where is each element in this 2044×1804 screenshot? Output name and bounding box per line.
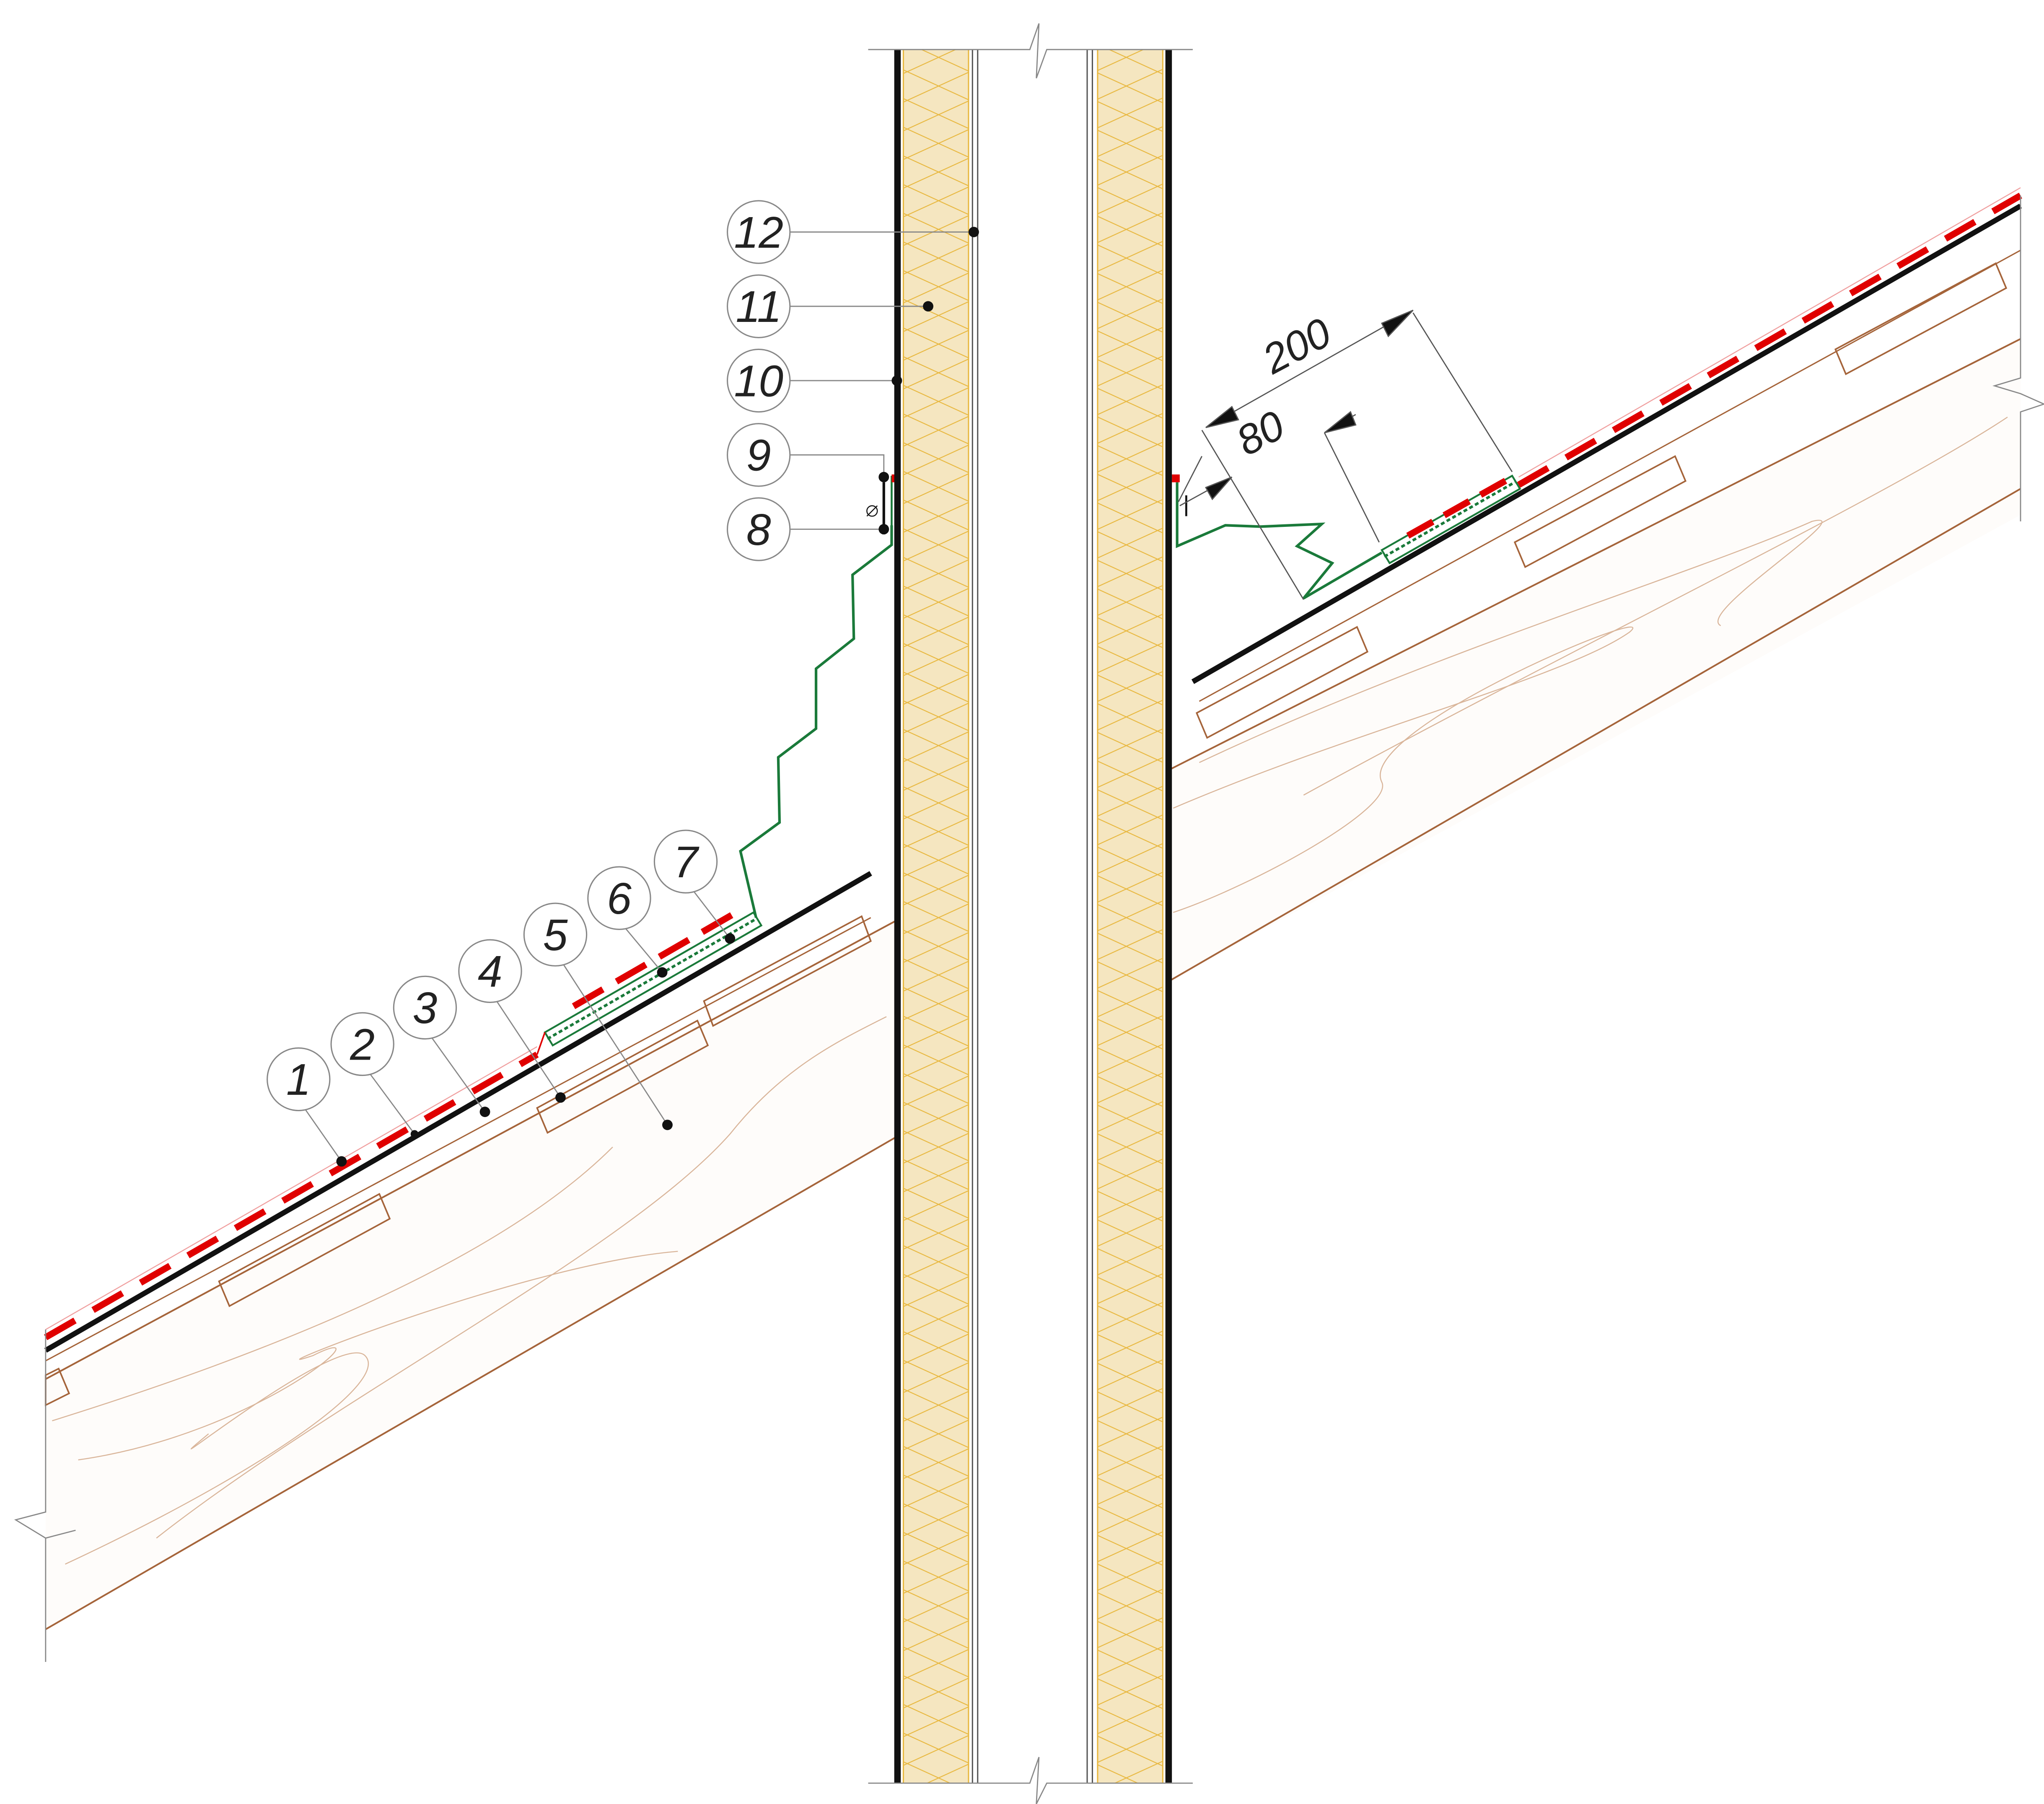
- callout-8-label: 8: [746, 505, 771, 555]
- chimney: [868, 23, 1193, 1804]
- right-underlay: [1191, 203, 2022, 684]
- right-battens: [1195, 262, 2008, 739]
- callout-2: 2: [330, 1012, 394, 1076]
- left-roof-covering: [44, 1052, 539, 1340]
- right-roof: [1170, 187, 2044, 981]
- right-roof-covering: [1517, 192, 2022, 488]
- callout-12: 12: [727, 200, 791, 264]
- callout-11: 11: [727, 274, 791, 338]
- right-flashing-apron: [1380, 474, 1521, 565]
- left-step-flashing: [739, 525, 893, 918]
- dimension-200-label: 200: [1255, 309, 1339, 383]
- dimension-labels: 200 80: [1229, 309, 1339, 465]
- callout-4-label: 4: [478, 947, 503, 996]
- left-rafter: [45, 920, 897, 1630]
- leader-dots: [336, 227, 979, 1167]
- leaders: [302, 231, 974, 1162]
- callout-9-label: 9: [746, 431, 771, 480]
- callout-2-label: 2: [350, 1020, 375, 1069]
- right-step-flashing: [1176, 482, 1383, 600]
- callout-10-label: 10: [734, 356, 783, 406]
- callout-12-label: 12: [734, 208, 783, 257]
- callout-9: 9: [727, 423, 791, 487]
- callout-6-label: 6: [607, 874, 632, 923]
- callout-1: 1: [267, 1047, 331, 1112]
- callout-4: 4: [458, 939, 522, 1003]
- right-rafter: [1171, 339, 2021, 980]
- callout-1-label: 1: [286, 1055, 311, 1104]
- left-battens: [44, 915, 872, 1407]
- callout-6: 6: [587, 866, 651, 930]
- callout-8: 8: [727, 497, 791, 561]
- callouts: 1 2 3 4 5 6 7 8: [267, 200, 791, 1112]
- dimensions: [1178, 309, 1513, 600]
- callout-7: 7: [653, 829, 718, 894]
- left-underlay: [44, 871, 872, 1353]
- callout-5: 5: [523, 902, 588, 967]
- callout-3: 3: [393, 975, 457, 1040]
- callout-11-label: 11: [736, 282, 782, 332]
- callout-10: 10: [727, 348, 791, 413]
- dimension-80-label: 80: [1229, 402, 1292, 465]
- dimension-200-line: [1205, 309, 1414, 428]
- callout-7-label: 7: [674, 837, 700, 887]
- callout-3-label: 3: [413, 983, 438, 1033]
- left-roof: [14, 474, 897, 1662]
- callout-5-label: 5: [543, 910, 568, 960]
